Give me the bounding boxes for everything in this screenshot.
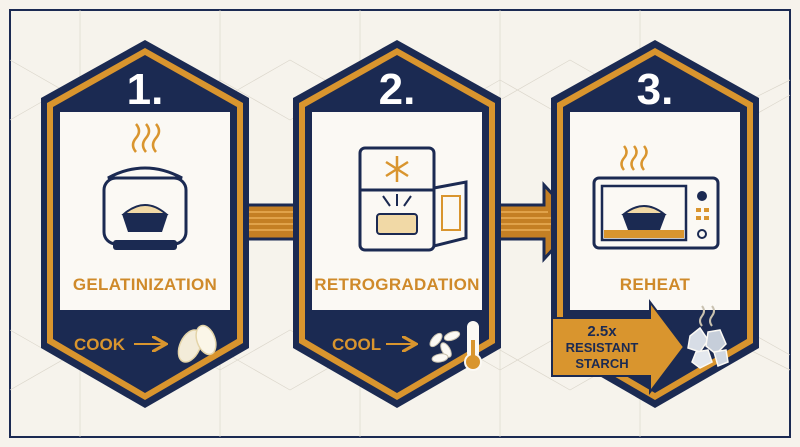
step-number-1: 1. xyxy=(127,65,164,114)
microwave-icon xyxy=(592,145,720,250)
step-number-3: 3. xyxy=(637,65,674,114)
resistant-starch-badge: 2.5x RESISTANT STARCH xyxy=(551,299,686,395)
badge-value: 2.5x xyxy=(587,323,617,340)
footer-label-2: COOL xyxy=(332,335,381,354)
snowflake-icon xyxy=(385,156,409,182)
cold-rice-grains-icon xyxy=(429,330,461,363)
step-panel-1: 1. GELATINIZATION COOK xyxy=(41,40,249,408)
stage-label-3: REHEAT xyxy=(620,275,691,294)
rice-cooker-icon xyxy=(102,123,188,250)
cooked-rice-grains-icon xyxy=(177,324,217,363)
badge-line-2: STARCH xyxy=(575,356,628,371)
badge-line-1: RESISTANT xyxy=(566,340,639,355)
stage-label-1: GELATINIZATION xyxy=(73,275,217,294)
step-panel-3: 3. REHEAT 2.5x RESISTANT STARCH xyxy=(551,40,759,408)
stage-label-2: RETROGRADATION xyxy=(314,275,479,294)
footer-label-1: COOK xyxy=(74,335,126,354)
thermometer-icon xyxy=(464,321,482,371)
refrigerator-icon xyxy=(358,146,468,252)
footer-1: COOK xyxy=(74,324,217,363)
step-number-2: 2. xyxy=(379,65,416,114)
footer-2: COOL xyxy=(332,321,482,371)
resistant-starch-crystals-icon xyxy=(687,305,729,369)
step-panel-2: 2. RETROGRADATION COOL xyxy=(293,40,501,408)
